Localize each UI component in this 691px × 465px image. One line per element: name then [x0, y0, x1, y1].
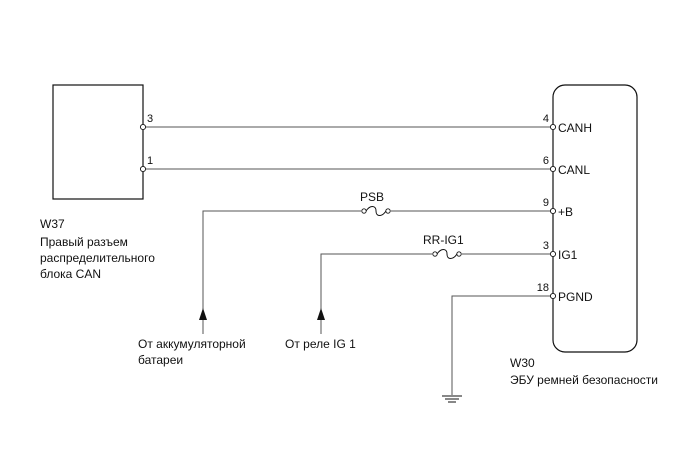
ig-relay-arrow-icon: [317, 308, 325, 320]
battery-arrow-icon: [199, 308, 207, 320]
battery-source-line-2: батареи: [138, 353, 183, 367]
psb-fuse-terminal-left: [361, 208, 367, 214]
psb-fuse-icon: [365, 206, 387, 216]
w30-pin-4-terminal: [549, 123, 557, 131]
ig-relay-source-label: От реле IG 1: [285, 337, 356, 351]
battery-source-line-1: От аккумуляторной: [138, 337, 246, 351]
w30-pin-18-terminal: [549, 292, 557, 300]
w30-pin-6-number: 6: [543, 155, 549, 167]
w30-signal-pgnd: PGND: [558, 290, 593, 304]
w30-pin-18-number: 18: [537, 282, 549, 294]
w37-name-line-2: распределительного: [40, 251, 155, 265]
w37-connector-box: [52, 84, 144, 200]
plus-b-wire-left: [202, 210, 361, 312]
w37-pin-1-label: 1: [147, 155, 153, 167]
rr-ig1-fuse-terminal-left: [432, 251, 438, 257]
rr-ig1-fuse-label: RR-IG1: [423, 233, 464, 247]
w30-pin-3-number: 3: [543, 240, 549, 252]
psb-fuse-label: PSB: [360, 190, 384, 204]
w37-pin-3-label: 3: [147, 113, 153, 125]
w37-pin-3-terminal: [139, 123, 147, 131]
w30-signal-canl: CANL: [558, 163, 590, 177]
w30-code-label: W30: [510, 356, 535, 370]
w30-signal-plus-b: +B: [558, 205, 573, 219]
w30-pin-9-terminal: [549, 207, 557, 215]
w30-ecu-box: [552, 84, 638, 353]
w30-signal-ig1: IG1: [558, 248, 578, 262]
w30-pin-6-terminal: [549, 165, 557, 173]
w30-pin-9-number: 9: [543, 197, 549, 209]
w37-code-label: W37: [40, 217, 65, 231]
w30-pin-3-terminal: [549, 250, 557, 258]
ig1-wire-left: [320, 253, 432, 312]
w30-pin-4-number: 4: [543, 113, 549, 125]
pgnd-wire: [451, 295, 550, 395]
rr-ig1-fuse-icon: [436, 249, 458, 259]
rr-ig1-fuse-terminal-right: [456, 251, 462, 257]
w37-name-line-3: блока CAN: [40, 267, 101, 281]
w30-signal-canh: CANH: [558, 121, 592, 135]
psb-fuse-terminal-right: [385, 208, 391, 214]
w37-pin-1-terminal: [139, 165, 147, 173]
w30-name-label: ЭБУ ремней безопасности: [510, 373, 658, 387]
w37-name-line-1: Правый разъем: [40, 235, 128, 249]
ground-icon: [442, 395, 462, 403]
